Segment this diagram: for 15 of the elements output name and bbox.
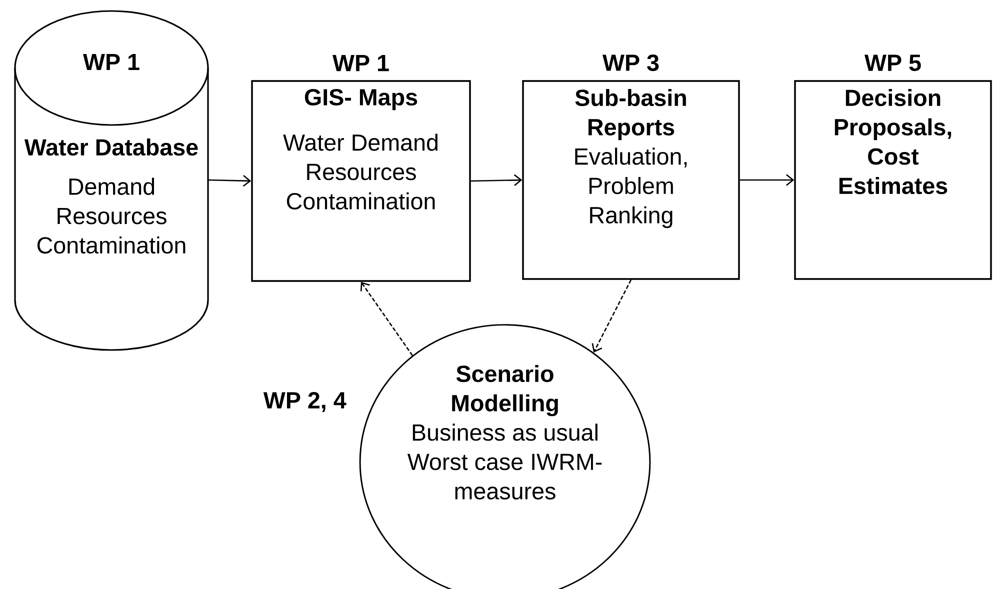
process-box: GIS- Maps Water Demand Resources Contamination — [251, 80, 471, 282]
arrow — [208, 174, 252, 187]
arrow — [360, 282, 413, 356]
cylinder: WP 1 Water Database Demand Resources Contamination — [14, 10, 209, 351]
process-box: Sub-basin Reports Evaluation, Problem Ranking — [522, 80, 740, 280]
side-label: WP 2, 4 — [263, 392, 346, 412]
arrow — [470, 174, 522, 186]
node-label: Demand Resources Contamination — [37, 178, 186, 254]
box-heading: WP 3 — [602, 54, 659, 72]
box-heading: WP 1 — [332, 55, 389, 72]
node-label: Water Database — [24, 138, 198, 156]
box-heading: WP 5 — [864, 54, 921, 72]
process-box: Decision Proposals, Cost Estimates — [794, 80, 992, 280]
arrow — [740, 174, 794, 186]
arrow — [592, 280, 632, 353]
